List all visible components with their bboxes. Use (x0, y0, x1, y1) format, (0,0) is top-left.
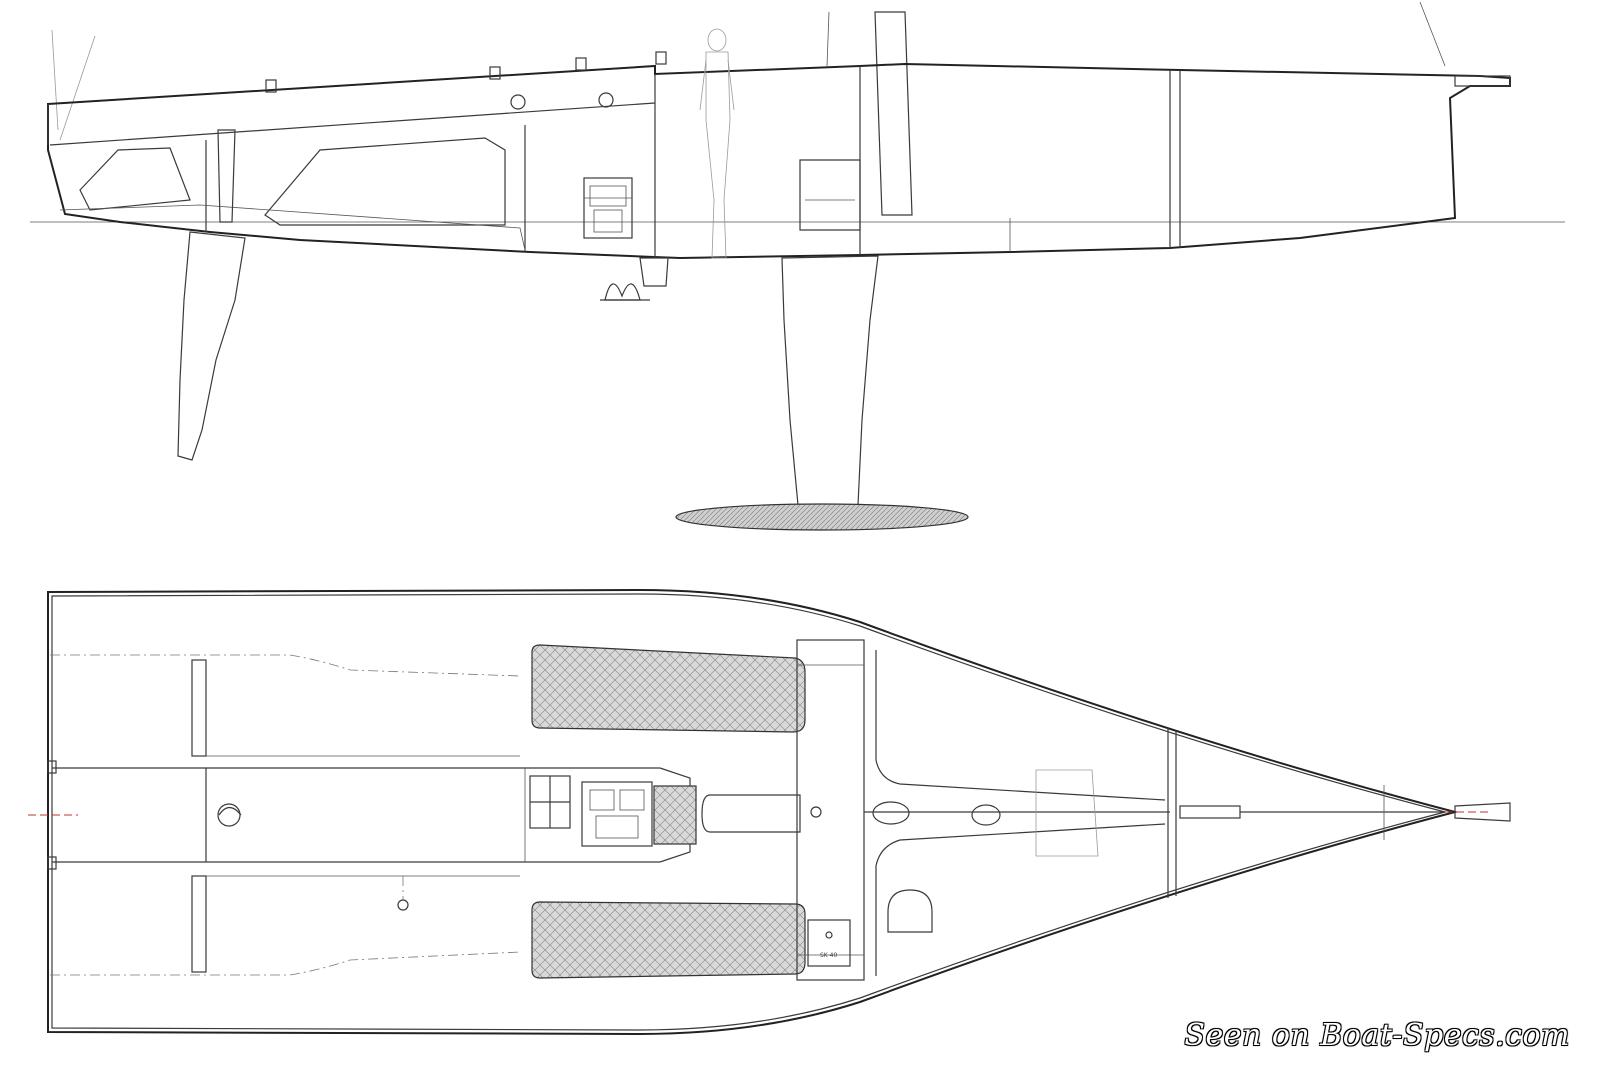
keel-bulb (675, 503, 969, 531)
mast-step: SK 40 (807, 919, 851, 967)
rudder-head (47, 760, 57, 774)
mast-partner (810, 806, 822, 818)
inner-lining (59, 204, 526, 251)
non-slip-pad-port (531, 644, 806, 733)
watermark: Seen on Boat-Specs.com (1184, 1018, 1570, 1053)
genoa-track (50, 654, 521, 677)
foredeck (864, 650, 1445, 976)
bowsprit (1454, 75, 1511, 87)
rudder-head (47, 856, 57, 870)
drain (397, 899, 409, 911)
saildrive (639, 257, 669, 287)
bulkheads (205, 66, 1181, 258)
porthole (598, 92, 614, 108)
companionway (799, 159, 861, 231)
standing-person-icon (699, 28, 735, 259)
forestay (1419, 1, 1446, 67)
traveller (217, 803, 242, 827)
bowsprit (1454, 802, 1511, 822)
deck-plan-view: SK 40 (28, 588, 1511, 1036)
propeller-icon (600, 283, 650, 301)
genoa-track (50, 951, 521, 976)
hull-side (47, 62, 1511, 260)
winch-icon (265, 51, 667, 93)
sheer-line (49, 102, 656, 146)
cockpit (52, 659, 691, 973)
non-slip-pad-starboard (531, 901, 806, 979)
mast-step-label: SK 40 (820, 952, 837, 959)
engine-grille (653, 785, 697, 845)
backstay (51, 29, 59, 131)
aft-rail (59, 35, 96, 141)
side-profile-view (30, 1, 1565, 531)
engine-icon (581, 781, 653, 847)
cockpit-hatch (529, 775, 571, 829)
keel-fin (781, 255, 879, 506)
shroud (826, 11, 830, 67)
rudder-stock (217, 129, 236, 223)
aft-opening (79, 147, 191, 211)
engine-icon (583, 177, 633, 239)
main-opening (264, 137, 506, 226)
rudder (177, 231, 246, 461)
porthole (510, 94, 526, 110)
mast (874, 11, 913, 216)
